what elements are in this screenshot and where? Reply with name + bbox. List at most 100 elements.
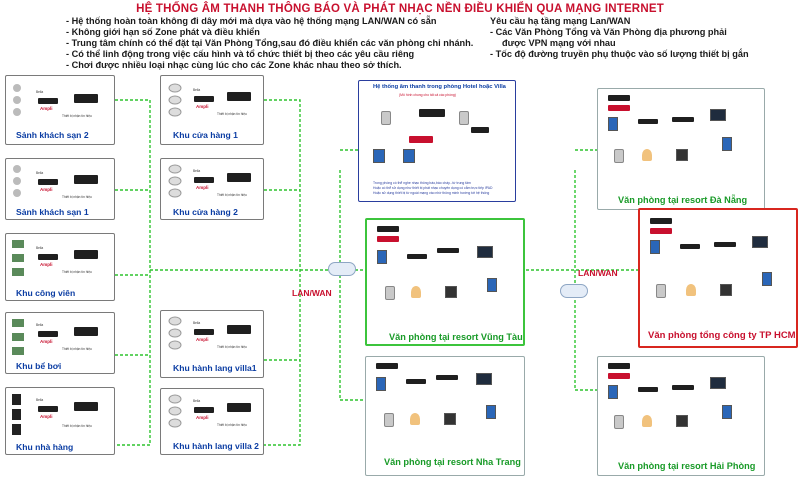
- zone-box: Bella Ampli Thiết bị nhận tín hiệu Khu c…: [160, 158, 264, 220]
- device-tag: Bella: [193, 88, 201, 92]
- speaker-icon: [459, 111, 469, 125]
- feature-line: - Chơi được nhiều loại nhạc cùng lúc cho…: [66, 60, 402, 70]
- receiver-label: Thiết bị nhận tín hiệu: [217, 112, 247, 116]
- ipad-icon: [650, 240, 660, 254]
- amplifier-icon: [38, 254, 58, 260]
- zone-box: Bella Ampli Thiết bị nhận tín hiệu Khu b…: [5, 312, 115, 374]
- tablet-icon: [487, 278, 497, 292]
- receiver-icon: [74, 94, 98, 103]
- speaker-icon: [656, 284, 666, 298]
- net-server-icon: [672, 117, 694, 122]
- amplifier-icon: [38, 331, 58, 337]
- office-box: Văn phòng tại resort Nha Trang: [365, 356, 525, 476]
- feature-line: - Các Văn Phòng Tổng và Văn Phòng địa ph…: [490, 27, 727, 37]
- office-box: Văn phòng tại resort Hải Phòng: [597, 356, 765, 476]
- internet-cloud-icon: [560, 284, 588, 298]
- receiver-label: Thiết bị nhận tín hiệu: [62, 424, 92, 428]
- amplifier-icon: [194, 177, 214, 183]
- computer-icon: [476, 373, 492, 385]
- office-name: Văn phòng tổng công ty TP HCM: [648, 330, 796, 341]
- office-name: Văn phòng tại resort Hải Phòng: [618, 461, 756, 471]
- hq-office-box: Văn phòng tổng công ty TP HCM: [638, 208, 798, 348]
- device-tag: Bella: [36, 398, 44, 402]
- amplifier-icon: [194, 407, 214, 413]
- amplifier-icon: [38, 98, 58, 104]
- ceiling-speaker-icon: [168, 394, 182, 428]
- feature-line: - Không giới hạn số Zone phát và điều kh…: [66, 27, 260, 37]
- computer-icon: [477, 246, 493, 258]
- receiver-icon: [407, 254, 427, 259]
- device-tag: Bella: [193, 321, 201, 325]
- receiver-icon: [638, 387, 658, 392]
- ceiling-speaker-icon: [168, 164, 182, 198]
- receiver-icon: [74, 327, 98, 336]
- receiver-icon: [638, 119, 658, 124]
- zone-name: Sảnh khách sạn 1: [16, 207, 89, 217]
- device-tag: Bella: [36, 246, 44, 250]
- person-icon: [686, 284, 696, 296]
- speaker-icon: [614, 415, 624, 429]
- ampli-label: Ampli: [196, 104, 209, 109]
- receiver-icon: [227, 173, 251, 182]
- amplifier-icon: [194, 329, 214, 335]
- net-server-icon: [437, 248, 459, 253]
- microphone-icon: [444, 413, 456, 425]
- speaker-icon: [381, 111, 391, 125]
- person-icon: [642, 149, 652, 161]
- receiver-label: Thiết bị nhận tín hiệu: [217, 423, 247, 427]
- device-tag: Bella: [193, 169, 201, 173]
- tablet-icon: [762, 272, 772, 286]
- receiver-icon: [227, 92, 251, 101]
- hotel-subtitle: (Mô hình chung cho tất cả các phòng): [399, 93, 456, 97]
- receiver-label: Thiết bị nhận tín hiệu: [217, 345, 247, 349]
- receiver-icon: [74, 250, 98, 259]
- speaker-icon: [13, 165, 21, 197]
- feature-line: - Hệ thống hoàn toàn không đi dây mới mà…: [66, 16, 437, 26]
- device-tag: Bella: [36, 323, 44, 327]
- computer-icon: [710, 109, 726, 121]
- zone-box: Bella Ampli Thiết bị nhận tín hiệu Khu n…: [5, 387, 115, 455]
- computer-icon: [752, 236, 768, 248]
- microphone-icon: [676, 149, 688, 161]
- ampli-label: Ampli: [196, 337, 209, 342]
- ampli-label: Ampli: [40, 106, 53, 111]
- ampli-label: Ampli: [40, 187, 53, 192]
- zone-box: Bella Ampli Thiết bị nhận tín hiệu Sảnh …: [5, 75, 115, 145]
- microphone-icon: [676, 415, 688, 427]
- server-icon: [608, 363, 630, 369]
- ampli-label: Ampli: [40, 262, 53, 267]
- tablet-icon: [486, 405, 496, 419]
- receiver-label: Thiết bị nhận tín hiệu: [62, 347, 92, 351]
- device-tag: Bella: [36, 171, 44, 175]
- microphone-icon: [445, 286, 457, 298]
- amplifier-icon: [650, 228, 672, 234]
- zone-name: Khu cửa hàng 1: [173, 130, 238, 140]
- zone-name: Khu công viên: [16, 288, 76, 298]
- ipad-icon: [373, 149, 385, 163]
- server-icon: [650, 218, 672, 224]
- net-server-icon: [714, 242, 736, 247]
- ampli-label: Ampli: [196, 185, 209, 190]
- speaker-icon: [384, 413, 394, 427]
- device-tag: Bella: [36, 90, 44, 94]
- receiver-label: Thiết bị nhận tín hiệu: [217, 193, 247, 197]
- ipad-icon: [403, 149, 415, 163]
- office-box: Văn phòng tại resort Đà Nẵng: [597, 88, 765, 210]
- page-title: HỆ THỐNG ÂM THANH THÔNG BÁO VÀ PHÁT NHẠC…: [136, 3, 664, 15]
- amplifier-icon: [608, 105, 630, 111]
- feature-line: - Tốc độ đường truyền phụ thuộc vào số l…: [490, 49, 749, 59]
- receiver-icon: [74, 402, 98, 411]
- amplifier-icon: [608, 373, 630, 379]
- receiver-icon: [227, 403, 251, 412]
- person-icon: [410, 413, 420, 425]
- amplifier-icon: [38, 406, 58, 412]
- server-icon: [608, 95, 630, 101]
- lan-wan-label: LAN/WAN: [292, 288, 332, 298]
- ampli-label: Ampli: [40, 339, 53, 344]
- receiver-icon: [74, 175, 98, 184]
- ipad-icon: [608, 385, 618, 399]
- speaker-icon: [13, 84, 21, 116]
- ipad-icon: [377, 250, 387, 264]
- zone-name: Khu hành lang villa 2: [173, 441, 259, 451]
